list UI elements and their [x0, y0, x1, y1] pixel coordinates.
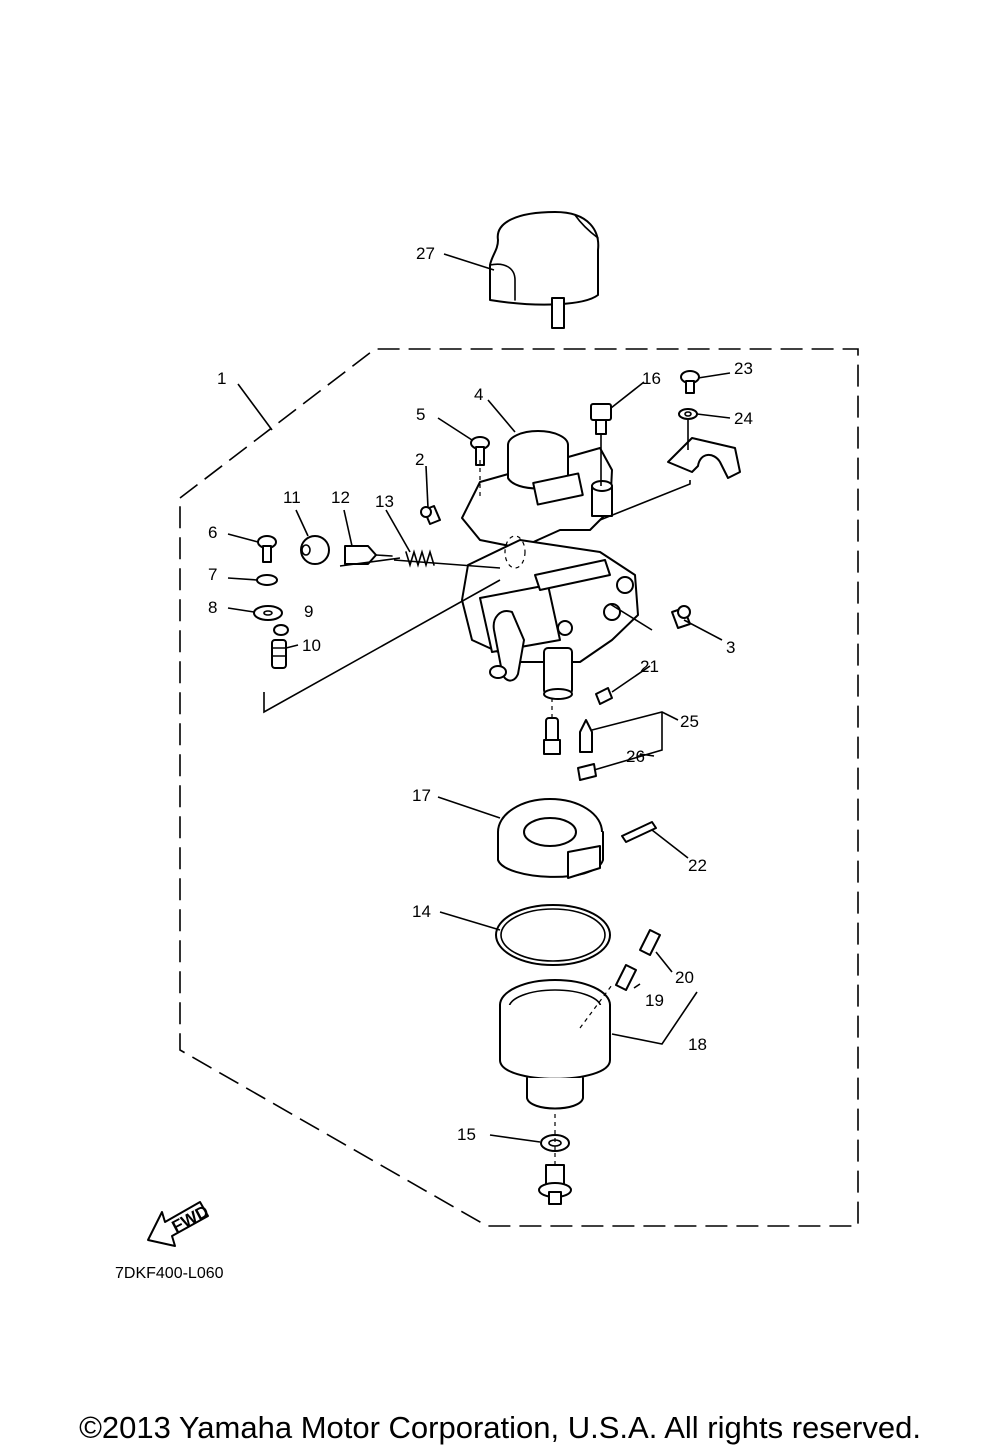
part-27-cover[interactable] [489, 211, 600, 329]
part-18-float-bowl[interactable] [499, 979, 613, 1110]
callout-3: 3 [726, 638, 735, 657]
callout-6: 6 [208, 523, 217, 542]
callout-5: 5 [416, 405, 425, 424]
part-19-screw[interactable] [615, 964, 637, 991]
part-25-needle-valve[interactable] [579, 719, 593, 753]
callout-27: 27 [416, 244, 435, 263]
callout-23: 23 [734, 359, 753, 378]
drain-bolt[interactable] [538, 1164, 572, 1205]
part-14-gasket[interactable] [495, 904, 611, 966]
callout-20: 20 [675, 968, 694, 987]
callout-4: 4 [474, 385, 483, 404]
part-8-bracket[interactable] [253, 605, 283, 621]
callout-9: 9 [304, 602, 313, 621]
diagram-code: 7DKF400-L060 [115, 1265, 224, 1282]
callout-21: 21 [640, 657, 659, 676]
callout-25: 25 [680, 712, 699, 731]
bracket[interactable] [667, 437, 741, 479]
part-26-clip[interactable] [577, 763, 597, 781]
part-5-screw[interactable] [470, 436, 490, 466]
fwd-arrow-icon: FWD [147, 1201, 212, 1247]
callout-11: 11 [283, 488, 301, 507]
copyright-notice: ©2013 Yamaha Motor Corporation, U.S.A. A… [79, 1410, 921, 1445]
callout-24: 24 [734, 409, 753, 428]
callout-14: 14 [412, 902, 431, 921]
part-2-screw[interactable] [420, 505, 441, 525]
part-3-screw[interactable] [671, 605, 691, 629]
part-15-washer[interactable] [540, 1134, 570, 1152]
callout-18: 18 [688, 1035, 707, 1054]
part-9-oring[interactable] [273, 624, 289, 636]
leader-lines [227, 253, 731, 1165]
main-nozzle[interactable] [543, 717, 561, 755]
part-6-screw[interactable] [257, 535, 277, 563]
callout-labels: 1 2 3 4 5 6 7 8 9 10 11 12 13 14 15 16 1… [208, 244, 753, 1144]
carburetor-body[interactable] [461, 430, 639, 700]
part-17-float[interactable] [497, 798, 604, 879]
callout-10: 10 [302, 636, 321, 655]
part-12-pilot-screw[interactable] [344, 545, 393, 565]
callout-7: 7 [208, 565, 217, 584]
part-13-spring[interactable] [405, 549, 435, 568]
part-21-screw[interactable] [595, 687, 613, 705]
callout-13: 13 [375, 492, 394, 511]
callout-15: 15 [457, 1125, 476, 1144]
part-23-screw[interactable] [680, 370, 700, 394]
assembly-boundary [179, 348, 859, 1227]
part-11-knob[interactable] [300, 535, 330, 565]
callout-8: 8 [208, 598, 217, 617]
callout-26: 26 [626, 747, 645, 766]
part-20-screw[interactable] [639, 929, 661, 956]
callout-17: 17 [412, 786, 431, 805]
callout-16: 16 [642, 369, 661, 388]
callout-1: 1 [217, 369, 226, 388]
part-16-bolt[interactable] [590, 403, 612, 435]
part-22-pin[interactable] [621, 821, 657, 843]
callout-2: 2 [415, 450, 424, 469]
callout-12: 12 [331, 488, 350, 507]
part-7-washer[interactable] [256, 574, 278, 586]
callout-19: 19 [645, 991, 664, 1010]
part-10-screw[interactable] [271, 639, 287, 669]
part-24-washer[interactable] [678, 408, 698, 420]
callout-22: 22 [688, 856, 707, 875]
